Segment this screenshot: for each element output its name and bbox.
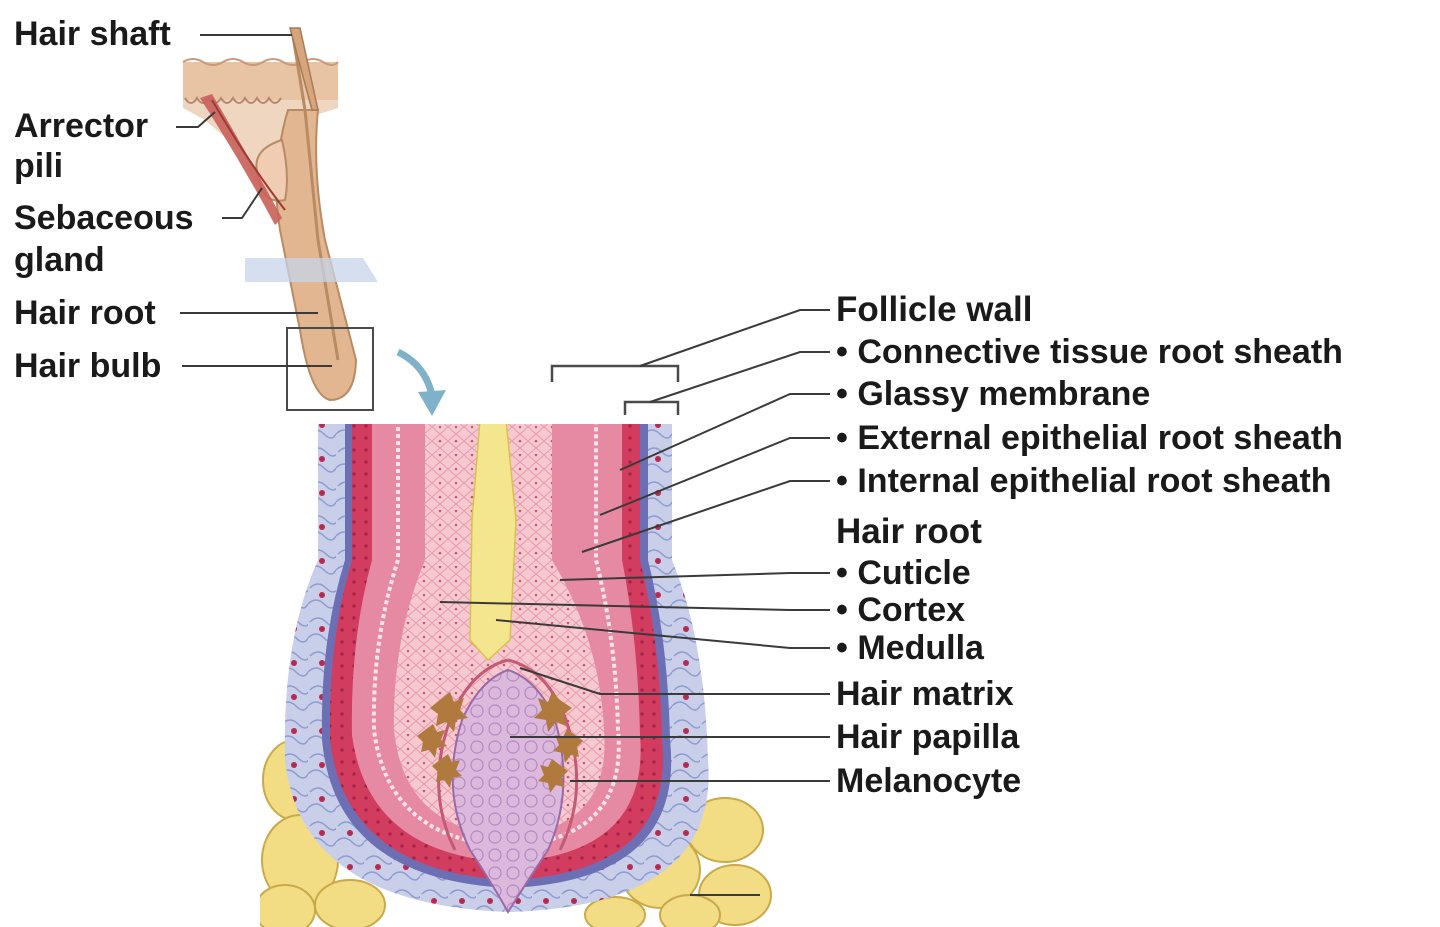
follicle-wall-bracket xyxy=(550,364,680,382)
arrector-pili-muscle xyxy=(200,94,282,225)
label-pili: pili xyxy=(14,147,64,185)
leader-follicle-wall xyxy=(639,309,830,367)
cuticle-layer xyxy=(371,420,621,849)
arrector-pili-muscle-2 xyxy=(211,99,286,211)
overview-figure xyxy=(182,27,446,416)
medulla xyxy=(469,420,517,662)
label-hair-shaft: Hair shaft xyxy=(14,15,171,53)
label-arrector: Arrector xyxy=(14,107,149,145)
dermal-papillae xyxy=(184,96,282,104)
label-cuticle: Cuticle xyxy=(836,553,970,593)
leader-hair-matrix xyxy=(519,667,830,695)
leader-arrector-pili xyxy=(176,111,216,128)
melanocytes xyxy=(417,692,583,793)
label-sebaceous: Sebaceous xyxy=(14,199,194,237)
leader-lines xyxy=(176,34,830,896)
label-medulla: Medulla xyxy=(836,628,984,668)
heading-hair-root: Hair root xyxy=(836,512,982,551)
label-connective-tissue-root-sheath: Connective tissue root sheath xyxy=(836,332,1343,372)
label-melanocyte: Melanocyte xyxy=(836,762,1022,800)
leader-medulla xyxy=(495,619,830,649)
hair-follicle-overview xyxy=(275,109,358,402)
bulb-highlight-box xyxy=(286,327,374,411)
label-hair-bulb: Hair bulb xyxy=(14,347,162,385)
label-internal-epithelial-root-sheath: Internal epithelial root sheath xyxy=(836,461,1331,501)
connective-sheath-bracket xyxy=(623,400,680,415)
label-hair-papilla: Hair papilla xyxy=(836,718,1020,756)
leader-connective-sheath xyxy=(649,351,830,403)
leader-internal-sheath xyxy=(581,480,830,553)
label-glassy-membrane: Glassy membrane xyxy=(836,374,1150,414)
leader-sebaceous-gland xyxy=(222,187,263,219)
label-cortex: Cortex xyxy=(836,590,965,630)
zoom-arrow xyxy=(396,348,436,396)
heading-follicle-wall: Follicle wall xyxy=(836,290,1033,329)
section-top-mask xyxy=(260,420,780,424)
leader-external-sheath xyxy=(599,437,830,516)
hair-shaft-overview xyxy=(289,27,319,111)
bulb-detail xyxy=(260,420,780,927)
label-gland: gland xyxy=(14,241,105,279)
section-plane xyxy=(245,258,378,282)
label-hair-matrix: Hair matrix xyxy=(836,675,1014,713)
label-external-epithelial-root-sheath: External epithelial root sheath xyxy=(836,418,1343,458)
hair-shaft-line xyxy=(290,29,340,361)
leader-cuticle xyxy=(559,572,830,581)
label-hair-root-overview: Hair root xyxy=(14,294,156,332)
zoom-arrow-head xyxy=(418,390,446,416)
skin-surface-texture xyxy=(182,58,339,66)
leader-cortex xyxy=(439,601,830,611)
leader-glassy-membrane xyxy=(619,393,830,471)
follicle-wall-brackets xyxy=(550,364,680,415)
